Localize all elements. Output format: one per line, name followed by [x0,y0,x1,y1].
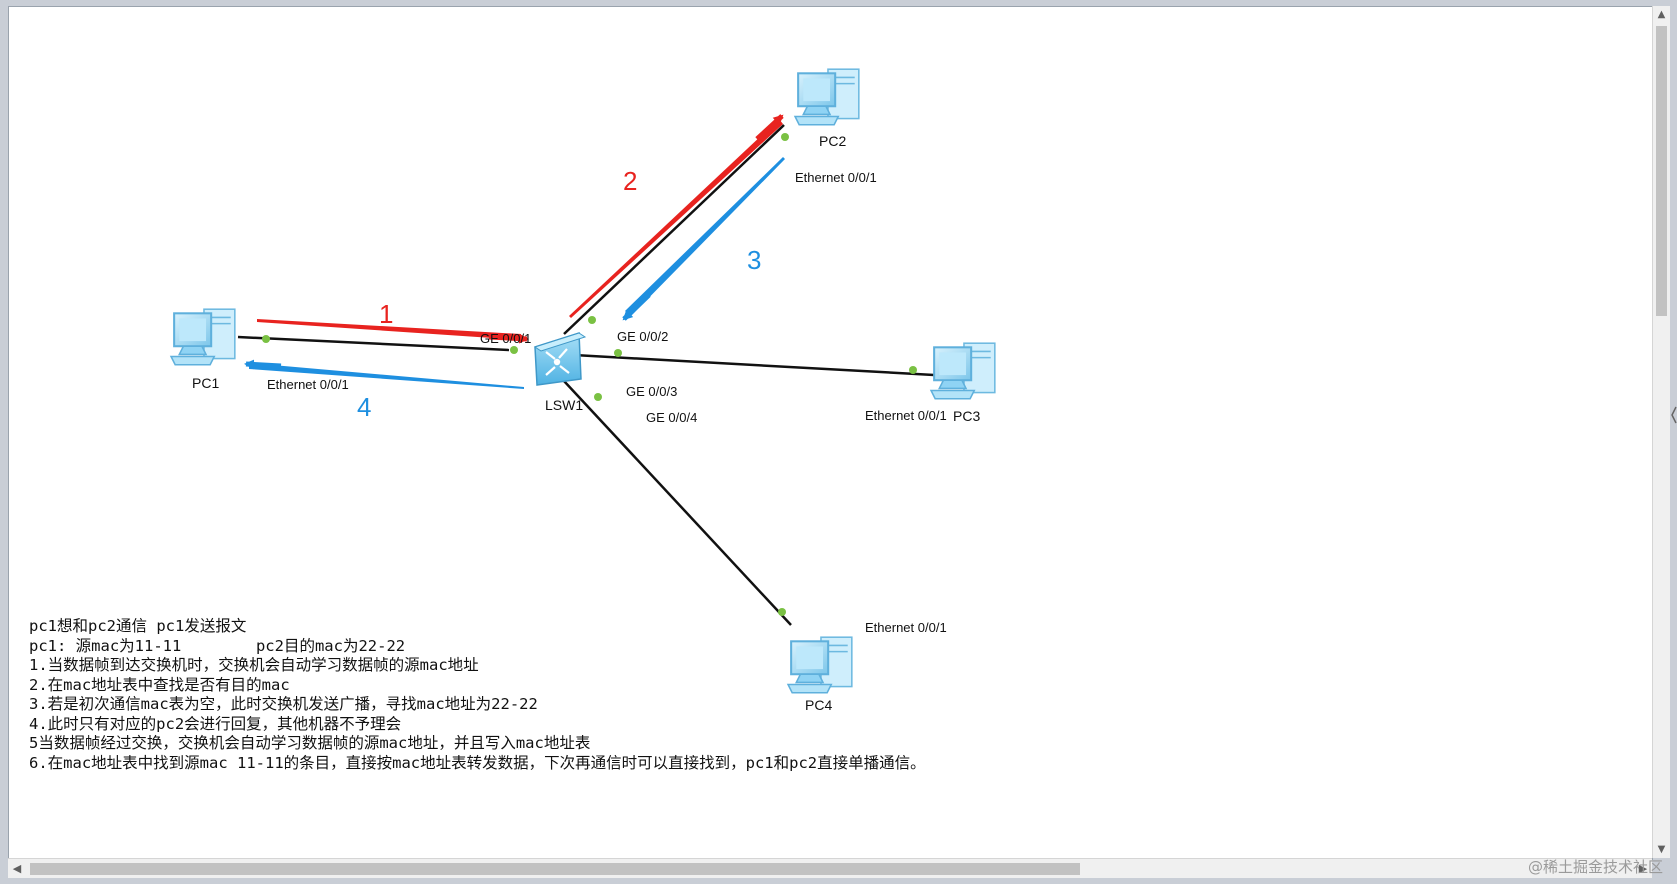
topology-diagram: 1 2 3 4 PC1 PC2 PC3 PC4 [170,68,996,713]
port-dot [510,346,518,354]
note-line: 2.在mac地址表中查找是否有目的mac [29,675,290,694]
pc-icon [170,308,236,366]
watermark: @稀土掘金技术社区 [1527,858,1663,876]
resize-grip-icon[interactable] [1671,395,1677,435]
note-line: pc1: 源mac为11-11 pc2目的mac为22-22 [29,636,406,655]
device-lsw1[interactable]: LSW1 [533,331,587,413]
pc-icon [930,342,996,400]
port-dot [614,349,622,357]
vertical-scroll-thumb[interactable] [1656,26,1667,316]
flow-arrow-1-head [488,333,529,344]
port-dots [262,133,917,616]
note-line: 5当数据帧经过交换，交换机会自动学习数据帧的源mac地址，并且写入mac地址表 [29,734,591,752]
device-pc1[interactable]: PC1 [170,308,236,391]
port-dot [262,335,270,343]
device-label: PC2 [819,133,846,149]
step-number-1: 1 [379,299,393,329]
device-label: LSW1 [545,397,583,413]
flow-arrow-4-head [244,359,282,370]
step-numbers: 1 2 3 4 [357,166,761,422]
port-label-ge001: GE 0/0/1 [480,331,531,346]
port-dot [781,133,789,141]
flow-arrow-2-head [755,114,784,141]
port-dot [778,608,786,616]
link-pc1-lsw1[interactable] [237,335,510,352]
port-label-pc2-eth: Ethernet 0/0/1 [795,170,877,185]
switch-icon [533,331,587,386]
step-number-3: 3 [747,245,761,275]
flow-arrow-4 [249,363,524,389]
topology-canvas[interactable]: 1 2 3 4 PC1 PC2 PC3 PC4 [8,6,1653,860]
flow-arrow-2 [569,119,783,318]
device-pc4[interactable]: PC4 [787,636,853,713]
port-dot [909,366,917,374]
device-label: PC3 [953,408,980,424]
pc-icon [794,68,860,126]
step-number-4: 4 [357,392,371,422]
port-label-ge002: GE 0/0/2 [617,329,668,344]
step-number-2: 2 [623,166,637,196]
horizontal-scrollbar[interactable]: ◀ ▶ [8,858,1652,878]
link-lsw1-pc4[interactable] [563,380,792,626]
device-label: PC4 [805,697,832,713]
note-line: 6.在mac地址表中找到源mac 11-11的条目，直接按mac地址表转发数据，… [29,753,926,772]
device-pc3[interactable]: PC3 [930,342,996,424]
scroll-down-icon[interactable]: ▼ [1657,844,1666,855]
notes-text: pc1想和pc2通信 pc1发送报文 pc1: 源mac为11-11 pc2目的… [29,617,1229,773]
scroll-left-icon[interactable]: ◀ [12,862,22,875]
scroll-up-icon[interactable]: ▲ [1657,9,1666,20]
note-line: pc1想和pc2通信 pc1发送报文 [29,617,247,635]
horizontal-scroll-thumb[interactable] [30,863,1080,875]
port-labels: GE 0/0/1 GE 0/0/2 GE 0/0/3 GE 0/0/4 Ethe… [267,170,947,635]
port-label-pc4-eth: Ethernet 0/0/1 [865,620,947,635]
flow-arrow-3 [625,157,785,316]
flow-arrow-3-head [622,293,651,321]
device-label: PC1 [192,375,219,391]
port-label-ge003: GE 0/0/3 [626,384,677,399]
port-label-pc1-eth: Ethernet 0/0/1 [267,377,349,392]
flow-arrow-1 [257,319,521,340]
link-lsw1-pc3[interactable] [573,353,935,377]
scroll-right-icon[interactable]: ▶ [1638,862,1648,875]
note-line: 3.若是初次通信mac表为空，此时交换机发送广播，寻找mac地址为22-22 [29,695,538,713]
note-line: 4.此时只有对应的pc2会进行回复，其他机器不予理会 [29,714,402,733]
device-pc2[interactable]: PC2 [794,68,860,149]
port-label-ge004: GE 0/0/4 [646,410,697,425]
port-label-pc3-eth: Ethernet 0/0/1 [865,408,947,423]
port-dot [594,393,602,401]
port-dot [588,316,596,324]
vertical-scrollbar[interactable]: ▲ ▼ [1652,6,1670,858]
flow-arrows [244,114,785,389]
note-line: 1.当数据帧到达交换机时，交换机会自动学习数据帧的源mac地址 [29,656,479,674]
link-lsw1-pc2[interactable] [563,124,785,335]
links [237,124,935,626]
